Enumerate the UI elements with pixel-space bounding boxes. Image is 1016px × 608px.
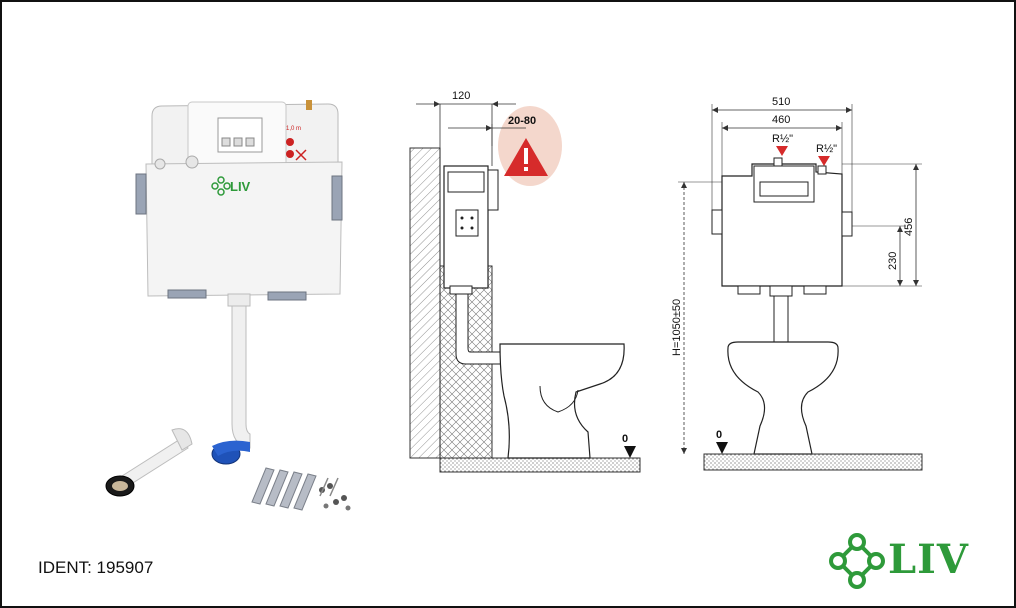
screws — [319, 477, 351, 511]
ident-label: IDENT: 195907 — [38, 558, 154, 577]
connector-pipe — [121, 437, 189, 487]
left-bracket — [135, 173, 147, 215]
brand-logo: LIV — [828, 532, 988, 592]
dim-510-label: 510 — [772, 96, 790, 108]
wall-section — [409, 147, 441, 459]
inlet-right-marker — [818, 156, 830, 166]
right-bracket — [331, 175, 343, 221]
bottom-bracket-left — [167, 289, 207, 299]
side-floor-label: 0 — [622, 433, 628, 445]
inlet-left-marker — [776, 146, 788, 156]
warning-triangle-icon — [504, 138, 548, 176]
side-toilet — [499, 343, 625, 459]
dim-460-label: 460 — [772, 114, 790, 126]
tank-logo-text: LIV — [230, 179, 251, 194]
dim-230-label: 230 — [887, 252, 899, 270]
tank-logo-icon — [211, 176, 231, 196]
side-floor — [439, 457, 641, 473]
dim-range-label: 20-80 — [508, 115, 536, 127]
front-view-drawing: 510 460 R½" R½" 0 45 — [671, 96, 923, 471]
side-view-drawing: 120 20-80 0 — [409, 90, 641, 473]
brass-valve — [306, 100, 312, 110]
dim-install-height-label: H=1050±50 — [671, 299, 683, 356]
inlet-left-label: R½" — [772, 133, 793, 145]
dim-120-label: 120 — [452, 90, 470, 102]
product-photo: 1,0 m LIV — [105, 100, 351, 511]
dim-456-label: 456 — [903, 218, 915, 236]
brand-name: LIV — [888, 536, 969, 583]
mounting-plates — [251, 467, 317, 511]
flush-pipe — [231, 295, 251, 449]
bottom-bracket-right — [267, 291, 307, 301]
inlet-right-label: R½" — [816, 143, 837, 155]
sticker-text: 1,0 m — [286, 126, 301, 132]
front-toilet — [727, 341, 839, 455]
front-floor — [703, 453, 923, 471]
tank-body — [145, 161, 343, 297]
brand-logo-icon — [829, 533, 885, 589]
front-floor-label: 0 — [716, 429, 722, 441]
